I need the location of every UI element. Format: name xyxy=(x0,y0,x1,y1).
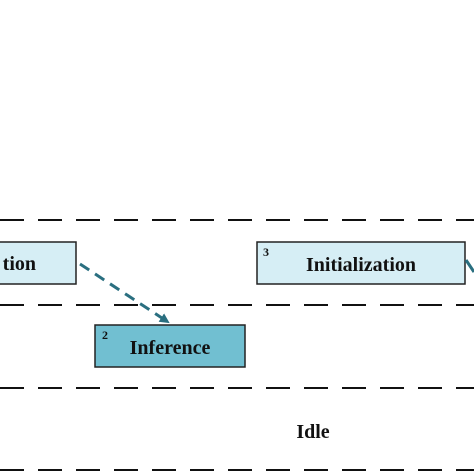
transition-arrow-to-inference xyxy=(79,262,170,324)
initialization-state-box: 3 Initialization xyxy=(256,241,466,285)
initialization-state-box-rect xyxy=(256,241,466,285)
inference-state-box-rect xyxy=(94,324,246,368)
idle-lane-label: Idle xyxy=(296,421,329,443)
initialization-state-label: Initialization xyxy=(306,254,416,276)
initialization-state-number: 3 xyxy=(263,245,269,259)
inference-state-box: 2 Inference xyxy=(94,324,246,368)
left-state-box: tion xyxy=(0,241,77,285)
left-state-box-label: tion xyxy=(3,253,36,275)
transition-arrow-right-partial xyxy=(464,259,474,273)
inference-state-label: Inference xyxy=(130,337,211,359)
left-state-box-rect xyxy=(0,241,77,285)
inference-state-number: 2 xyxy=(102,328,108,342)
